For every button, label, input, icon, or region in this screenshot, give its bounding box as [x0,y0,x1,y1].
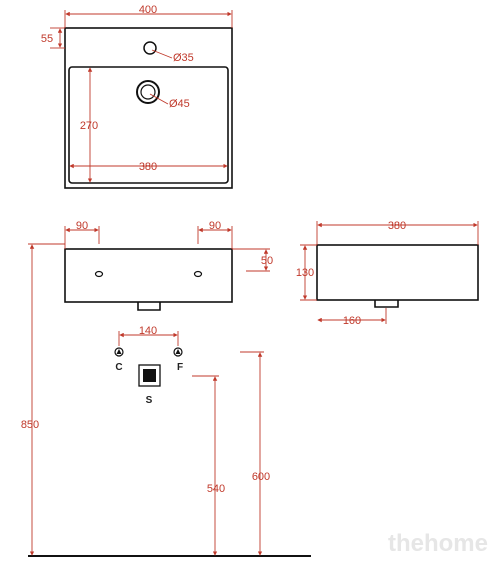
basin-outline-front [64,248,233,303]
front-hole-left [94,270,104,278]
dim-90-left-label: 90 [76,220,88,232]
top-view: 400 55 Ø35 Ø45 270 380 [41,4,233,189]
front-hole-right [193,270,203,278]
dim-600-label: 600 [252,471,270,483]
hot-water-arrow [175,349,181,354]
cold-water-arrow [116,349,122,354]
basin-outline-top [64,27,233,189]
basin-outline-side [316,244,479,301]
side-view: 380 130 160 [296,220,479,327]
front-drain [137,302,161,311]
dim-width-400-label: 400 [139,4,157,16]
dim-850-label: 850 [21,419,39,431]
dim-130-label: 130 [296,267,314,279]
connections: 140 C F S [114,325,183,406]
side-drain [374,300,399,308]
dim-140-label: 140 [139,325,157,337]
waste-label: S [146,395,153,406]
watermark: thehome [388,530,488,557]
dim-55-label: 55 [41,33,53,45]
dim-90-right-label: 90 [209,220,221,232]
drain-inner [140,84,156,100]
bowl-outline [68,66,229,184]
dim-380-bowl-label: 380 [139,161,157,173]
hot-label: F [177,362,183,373]
dim-50-label: 50 [261,255,273,267]
dim-270-label: 270 [80,120,98,132]
dim-tap-hole-label: Ø35 [173,52,194,64]
waste-outlet-icon [143,369,156,382]
front-view: 90 90 50 [64,220,273,311]
tap-hole [143,41,157,55]
dim-160-label: 160 [343,315,361,327]
dim-540-label: 540 [207,483,225,495]
dim-380-side-label: 380 [388,220,406,232]
dim-drain-label: Ø45 [169,98,190,110]
cold-label: C [115,362,122,373]
height-dimensions: 850 540 600 [21,243,311,557]
